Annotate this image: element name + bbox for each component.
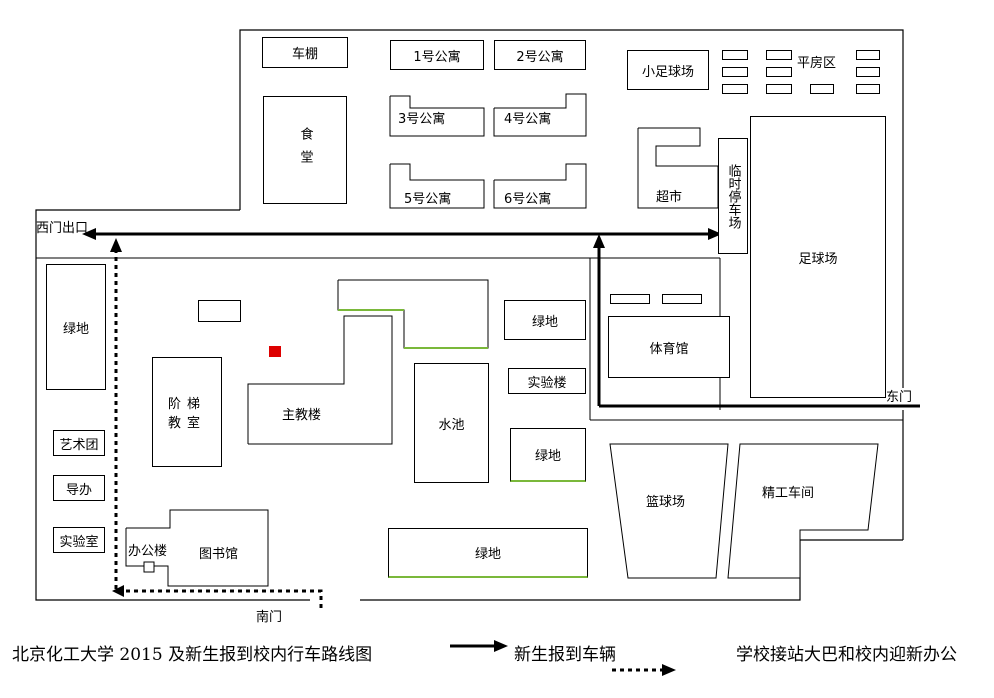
red-marker bbox=[269, 346, 281, 357]
campus-boundary bbox=[239, 29, 904, 388]
bungalow-area-label: 平房区 bbox=[797, 56, 837, 71]
bungalow bbox=[766, 84, 792, 94]
apartment-1: 1号公寓 bbox=[390, 40, 484, 70]
temporary-parking: 临时停车场 bbox=[718, 138, 748, 254]
green-space-mid-1: 绿地 bbox=[504, 300, 586, 340]
apartment-5-label: 5号公寓 bbox=[404, 192, 452, 207]
south-gate: 南门 bbox=[256, 610, 283, 625]
legend-solid-arrow bbox=[450, 640, 508, 652]
gymnasium: 体育馆 bbox=[608, 316, 730, 378]
bungalow bbox=[856, 50, 880, 60]
lab-building: 实验楼 bbox=[508, 368, 586, 394]
canteen: 食堂 bbox=[263, 96, 347, 204]
apartment-2: 2号公寓 bbox=[494, 40, 586, 70]
legend-solid-label: 新生报到车辆 bbox=[514, 645, 616, 665]
bungalow bbox=[722, 84, 748, 94]
bungalow bbox=[722, 50, 748, 60]
small-shed bbox=[662, 294, 702, 304]
art-troupe: 艺术团 bbox=[53, 430, 105, 456]
office-building-label: 办公楼 bbox=[128, 544, 168, 559]
bungalow bbox=[722, 67, 748, 77]
bike-shed: 车棚 bbox=[262, 37, 348, 68]
pool: 水池 bbox=[414, 363, 489, 483]
east-gate: 东门 bbox=[886, 390, 913, 405]
library-label: 图书馆 bbox=[199, 547, 239, 562]
guidance-office: 导办 bbox=[53, 475, 105, 501]
bungalow bbox=[766, 50, 792, 60]
bungalow bbox=[810, 84, 834, 94]
map-title: 北京化工大学 2015 及新生报到校内行车路线图 bbox=[12, 645, 373, 665]
lecture-hall: 阶梯教室 bbox=[152, 357, 222, 467]
small-building bbox=[198, 300, 241, 322]
main-building-label: 主教楼 bbox=[282, 408, 322, 423]
route-dotted bbox=[114, 244, 323, 608]
green-space-bottom: 绿地 bbox=[388, 528, 588, 578]
bungalow bbox=[766, 67, 792, 77]
bungalow bbox=[856, 67, 880, 77]
workshop-label: 精工车间 bbox=[762, 486, 815, 501]
green-space-left: 绿地 bbox=[46, 264, 106, 390]
apartment-6-label: 6号公寓 bbox=[504, 192, 552, 207]
legend-dotted-arrow bbox=[612, 664, 676, 676]
green-space-mid-2: 绿地 bbox=[510, 428, 586, 482]
football-field: 足球场 bbox=[750, 116, 886, 398]
campus-boundary-west bbox=[35, 209, 310, 601]
basketball-court-label: 篮球场 bbox=[646, 495, 686, 510]
legend-dotted-label: 学校接站大巴和校内迎新办公 bbox=[736, 645, 957, 665]
lab-left: 实验室 bbox=[53, 527, 105, 553]
west-gate-exit: 西门出口 bbox=[36, 221, 89, 236]
small-football-field: 小足球场 bbox=[627, 50, 709, 90]
supermarket-label: 超市 bbox=[656, 190, 683, 205]
apartment-4-label: 4号公寓 bbox=[504, 112, 552, 127]
bungalow bbox=[856, 84, 880, 94]
small-shed bbox=[610, 294, 650, 304]
apartment-3-label: 3号公寓 bbox=[398, 112, 446, 127]
